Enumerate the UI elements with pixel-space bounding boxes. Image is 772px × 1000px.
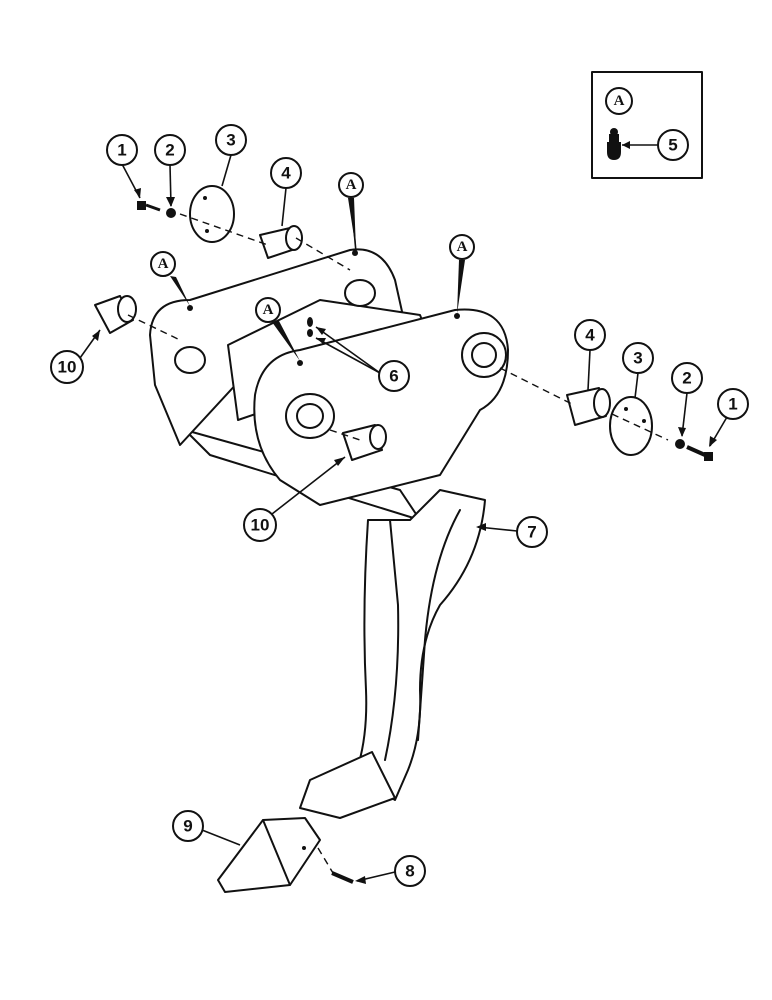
svg-text:3: 3: [226, 131, 235, 150]
callout-8: 8: [355, 855, 426, 887]
callout-10-bottom: 10: [243, 456, 346, 542]
bolt-left: [137, 201, 161, 212]
svg-text:A: A: [346, 177, 357, 193]
svg-text:4: 4: [281, 164, 291, 183]
svg-text:8: 8: [405, 862, 414, 881]
cover-right: [609, 396, 653, 456]
ripper-frame: [149, 248, 509, 819]
svg-text:7: 7: [527, 523, 536, 542]
bushing-right: [566, 387, 611, 426]
svg-text:3: 3: [633, 349, 642, 368]
svg-text:4: 4: [585, 326, 595, 345]
svg-text:A: A: [263, 302, 274, 318]
ref-a-2: A: [150, 251, 190, 306]
callout-1-right: 1: [709, 388, 749, 447]
svg-text:6: 6: [389, 367, 398, 386]
ref-a-3: A: [255, 297, 300, 361]
svg-text:10: 10: [58, 358, 77, 377]
callout-7: 7: [476, 516, 548, 548]
bushing-10-left: [94, 295, 137, 334]
inset-ref-label: A: [614, 93, 625, 109]
svg-text:A: A: [158, 256, 169, 272]
svg-text:9: 9: [183, 817, 192, 836]
svg-text:A: A: [457, 239, 468, 255]
svg-text:2: 2: [165, 141, 174, 160]
callout-5: 5: [668, 136, 677, 155]
pin-8: [331, 871, 354, 884]
callout-3-right: 3: [622, 342, 654, 399]
ref-a-1: A: [338, 172, 364, 253]
svg-text:1: 1: [117, 141, 126, 160]
washer-right: [675, 439, 685, 449]
callout-6: 6: [315, 326, 410, 392]
svg-text:2: 2: [682, 369, 691, 388]
bushing-left: [259, 225, 303, 259]
bushing-10-bottom: [342, 424, 387, 461]
cover-left: [189, 185, 235, 243]
svg-text:1: 1: [728, 395, 737, 414]
callout-2-right: 2: [671, 362, 703, 437]
callout-10-left: 10: [50, 329, 101, 384]
svg-text:10: 10: [251, 516, 270, 535]
callout-4-left: 4: [270, 157, 302, 227]
ref-a-4: A: [449, 234, 475, 314]
grease-fitting-icon: [607, 128, 621, 160]
callout-3-left: 3: [215, 124, 247, 187]
inset-detail: A 5: [591, 71, 703, 179]
callout-1-left: 1: [106, 134, 141, 199]
callout-4-right: 4: [574, 319, 606, 391]
callout-9: 9: [172, 810, 241, 846]
callout-2-left: 2: [154, 134, 186, 207]
tooth-point: [217, 817, 321, 893]
bore-rear-top: [344, 279, 376, 307]
bolt-right: [686, 445, 713, 461]
washer-left: [166, 208, 176, 218]
bore-rear-bottom: [174, 346, 206, 374]
